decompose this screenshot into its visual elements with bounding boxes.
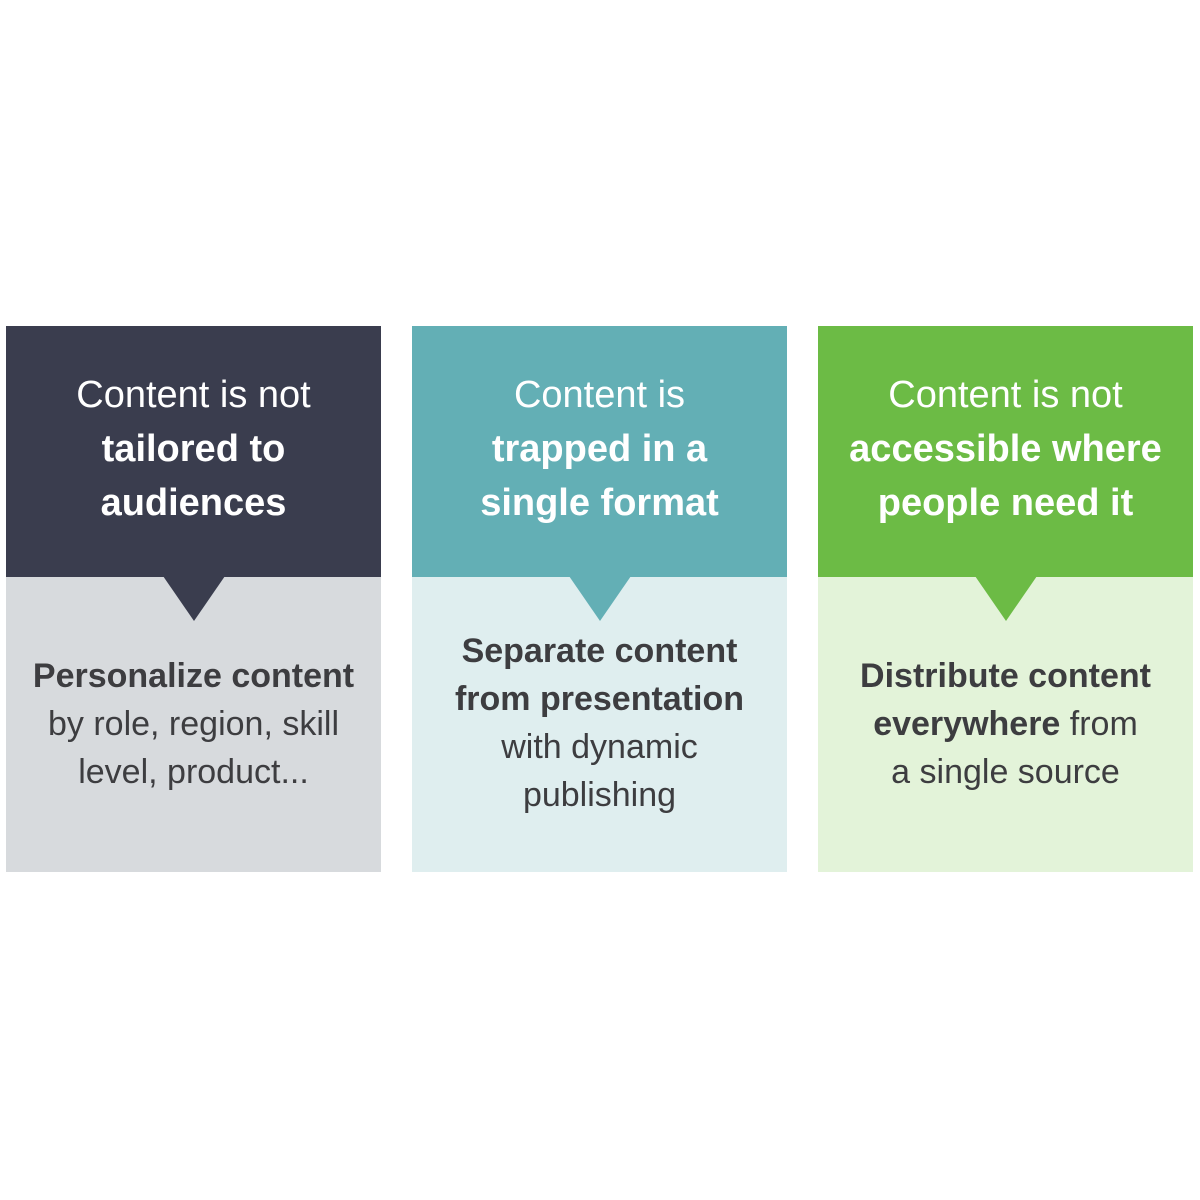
card-accessible: Content is not accessible where people n… bbox=[818, 326, 1193, 872]
body-text: from bbox=[1060, 705, 1138, 743]
pointer-down-icon bbox=[568, 576, 631, 621]
body-line: level, product... bbox=[78, 753, 309, 791]
body-line: publishing bbox=[522, 776, 677, 814]
header-line-emphasis: tailored to bbox=[101, 427, 286, 470]
header-line: Content is not bbox=[76, 373, 311, 416]
body-line-mixed: everywhere from bbox=[873, 700, 1138, 748]
body-emphasis: everywhere bbox=[873, 705, 1061, 743]
body-line: by role, region, skill bbox=[47, 705, 339, 743]
header-line-emphasis: people need it bbox=[877, 481, 1134, 524]
body-line-emphasis: Personalize content bbox=[32, 657, 355, 695]
header-line-emphasis: audiences bbox=[100, 481, 287, 524]
header-line-emphasis: trapped in a bbox=[491, 427, 708, 470]
pointer-down-icon bbox=[162, 576, 225, 621]
body-line-emphasis: Separate content bbox=[461, 632, 738, 670]
body-line: with dynamic bbox=[501, 728, 698, 766]
body-line-emphasis: from presentation bbox=[454, 680, 745, 718]
card-header-problem: Content is not tailored to audiences bbox=[6, 326, 381, 577]
header-line: Content is bbox=[513, 373, 686, 416]
pointer-down-icon bbox=[974, 576, 1037, 621]
card-single-format: Content is trapped in a single format Se… bbox=[412, 326, 787, 872]
header-line: Content is not bbox=[888, 373, 1123, 416]
header-line-emphasis: single format bbox=[480, 481, 719, 524]
card-body-solution: Distribute content everywhere from a sin… bbox=[818, 577, 1193, 872]
card-header-problem: Content is not accessible where people n… bbox=[818, 326, 1193, 577]
card-body-solution: Personalize content by role, region, ski… bbox=[6, 577, 381, 872]
body-line-emphasis: Distribute content bbox=[860, 657, 1151, 695]
card-body-solution: Separate content from presentation with … bbox=[412, 577, 787, 872]
card-tailored-audiences: Content is not tailored to audiences Per… bbox=[6, 326, 381, 872]
card-header-problem: Content is trapped in a single format bbox=[412, 326, 787, 577]
body-line: a single source bbox=[891, 753, 1120, 791]
header-line-emphasis: accessible where bbox=[849, 427, 1162, 470]
